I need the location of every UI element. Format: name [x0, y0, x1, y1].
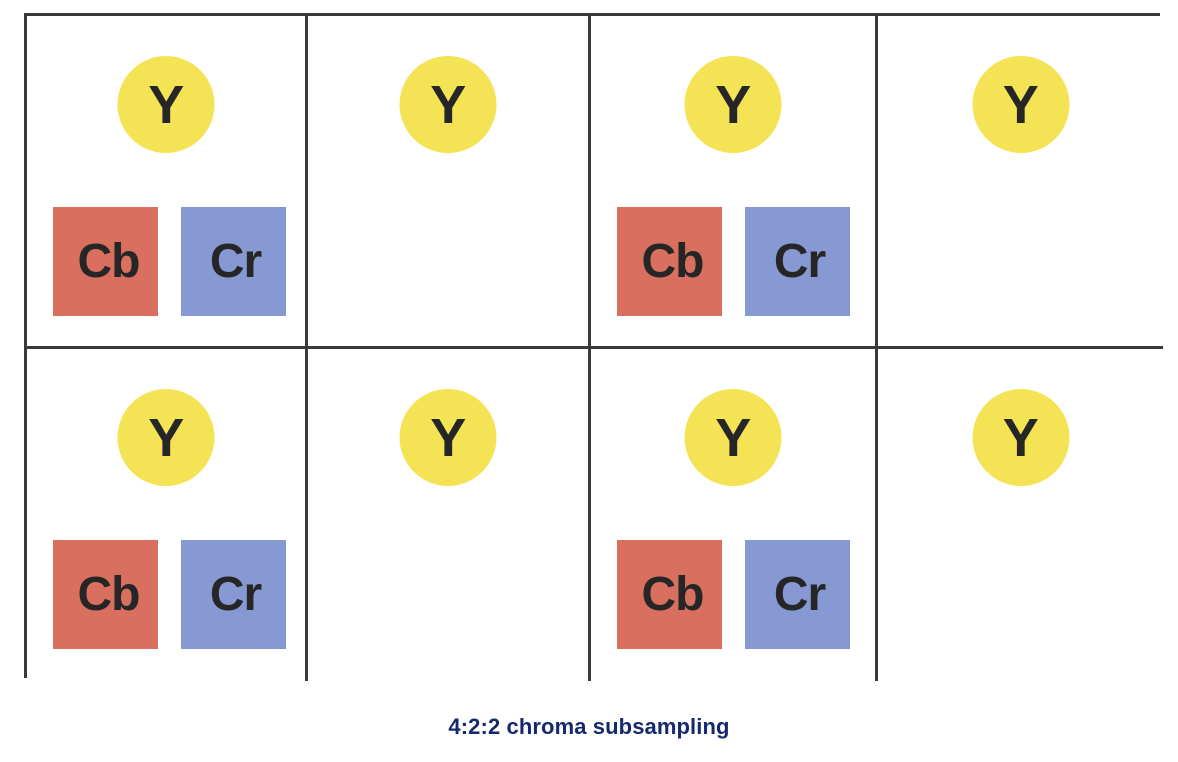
pixel-cell-r1c1[interactable]: Y Cb Cr	[27, 16, 308, 349]
pixel-cell-r2c2[interactable]: Y	[308, 349, 591, 681]
luma-label: Y	[1002, 407, 1039, 468]
luma-label: Y	[430, 74, 466, 135]
luma-circle: Y	[972, 56, 1069, 153]
chroma-pair: Cb Cr	[53, 207, 286, 316]
luma-circle: Y	[399, 389, 497, 486]
luma-label: Y	[430, 407, 466, 468]
chroma-pair: Cb Cr	[617, 540, 850, 649]
chroma-cb-label: Cb	[77, 234, 141, 288]
luma-circle: Y	[117, 389, 215, 486]
figure-caption: 4:2:2 chroma subsampling	[448, 714, 730, 739]
chroma-cr-label: Cr	[773, 234, 826, 288]
chroma-cb-label: Cb	[641, 567, 705, 621]
chroma-cr-square: Cr	[181, 207, 286, 316]
pixel-cell-r1c3[interactable]: Y Cb Cr	[591, 16, 878, 349]
luma-circle: Y	[117, 56, 215, 153]
luma-label: Y	[1002, 74, 1039, 135]
luma-label: Y	[148, 407, 184, 468]
chroma-cr-label: Cr	[209, 234, 262, 288]
luma-circle: Y	[399, 56, 497, 153]
pixel-cell-r2c3[interactable]: Y Cb Cr	[591, 349, 878, 681]
luma-label: Y	[715, 74, 751, 135]
luma-label: Y	[715, 407, 751, 468]
chroma-cr-square: Cr	[181, 540, 286, 649]
pixel-cell-r2c4[interactable]: Y	[878, 349, 1163, 681]
chroma-cb-square: Cb	[617, 207, 722, 316]
pixel-cell-r1c4[interactable]: Y	[878, 16, 1163, 349]
pixel-cell-r2c1[interactable]: Y Cb Cr	[27, 349, 308, 681]
chroma-pair: Cb Cr	[53, 540, 286, 649]
chroma-cr-label: Cr	[209, 567, 262, 621]
chroma-cr-label: Cr	[773, 567, 826, 621]
luma-circle: Y	[972, 389, 1069, 486]
pixel-grid: Y Cb Cr Y Y Cb	[24, 13, 1163, 681]
chroma-pair: Cb Cr	[617, 207, 850, 316]
luma-label: Y	[148, 74, 184, 135]
chroma-cr-square: Cr	[745, 540, 850, 649]
chroma-cb-label: Cb	[77, 567, 141, 621]
chroma-cb-square: Cb	[53, 540, 158, 649]
chroma-cr-square: Cr	[745, 207, 850, 316]
luma-circle: Y	[684, 56, 782, 153]
chroma-cb-square: Cb	[617, 540, 722, 649]
luma-circle: Y	[684, 389, 782, 486]
chroma-cb-label: Cb	[641, 234, 705, 288]
pixel-cell-r1c2[interactable]: Y	[308, 16, 591, 349]
chroma-cb-square: Cb	[53, 207, 158, 316]
